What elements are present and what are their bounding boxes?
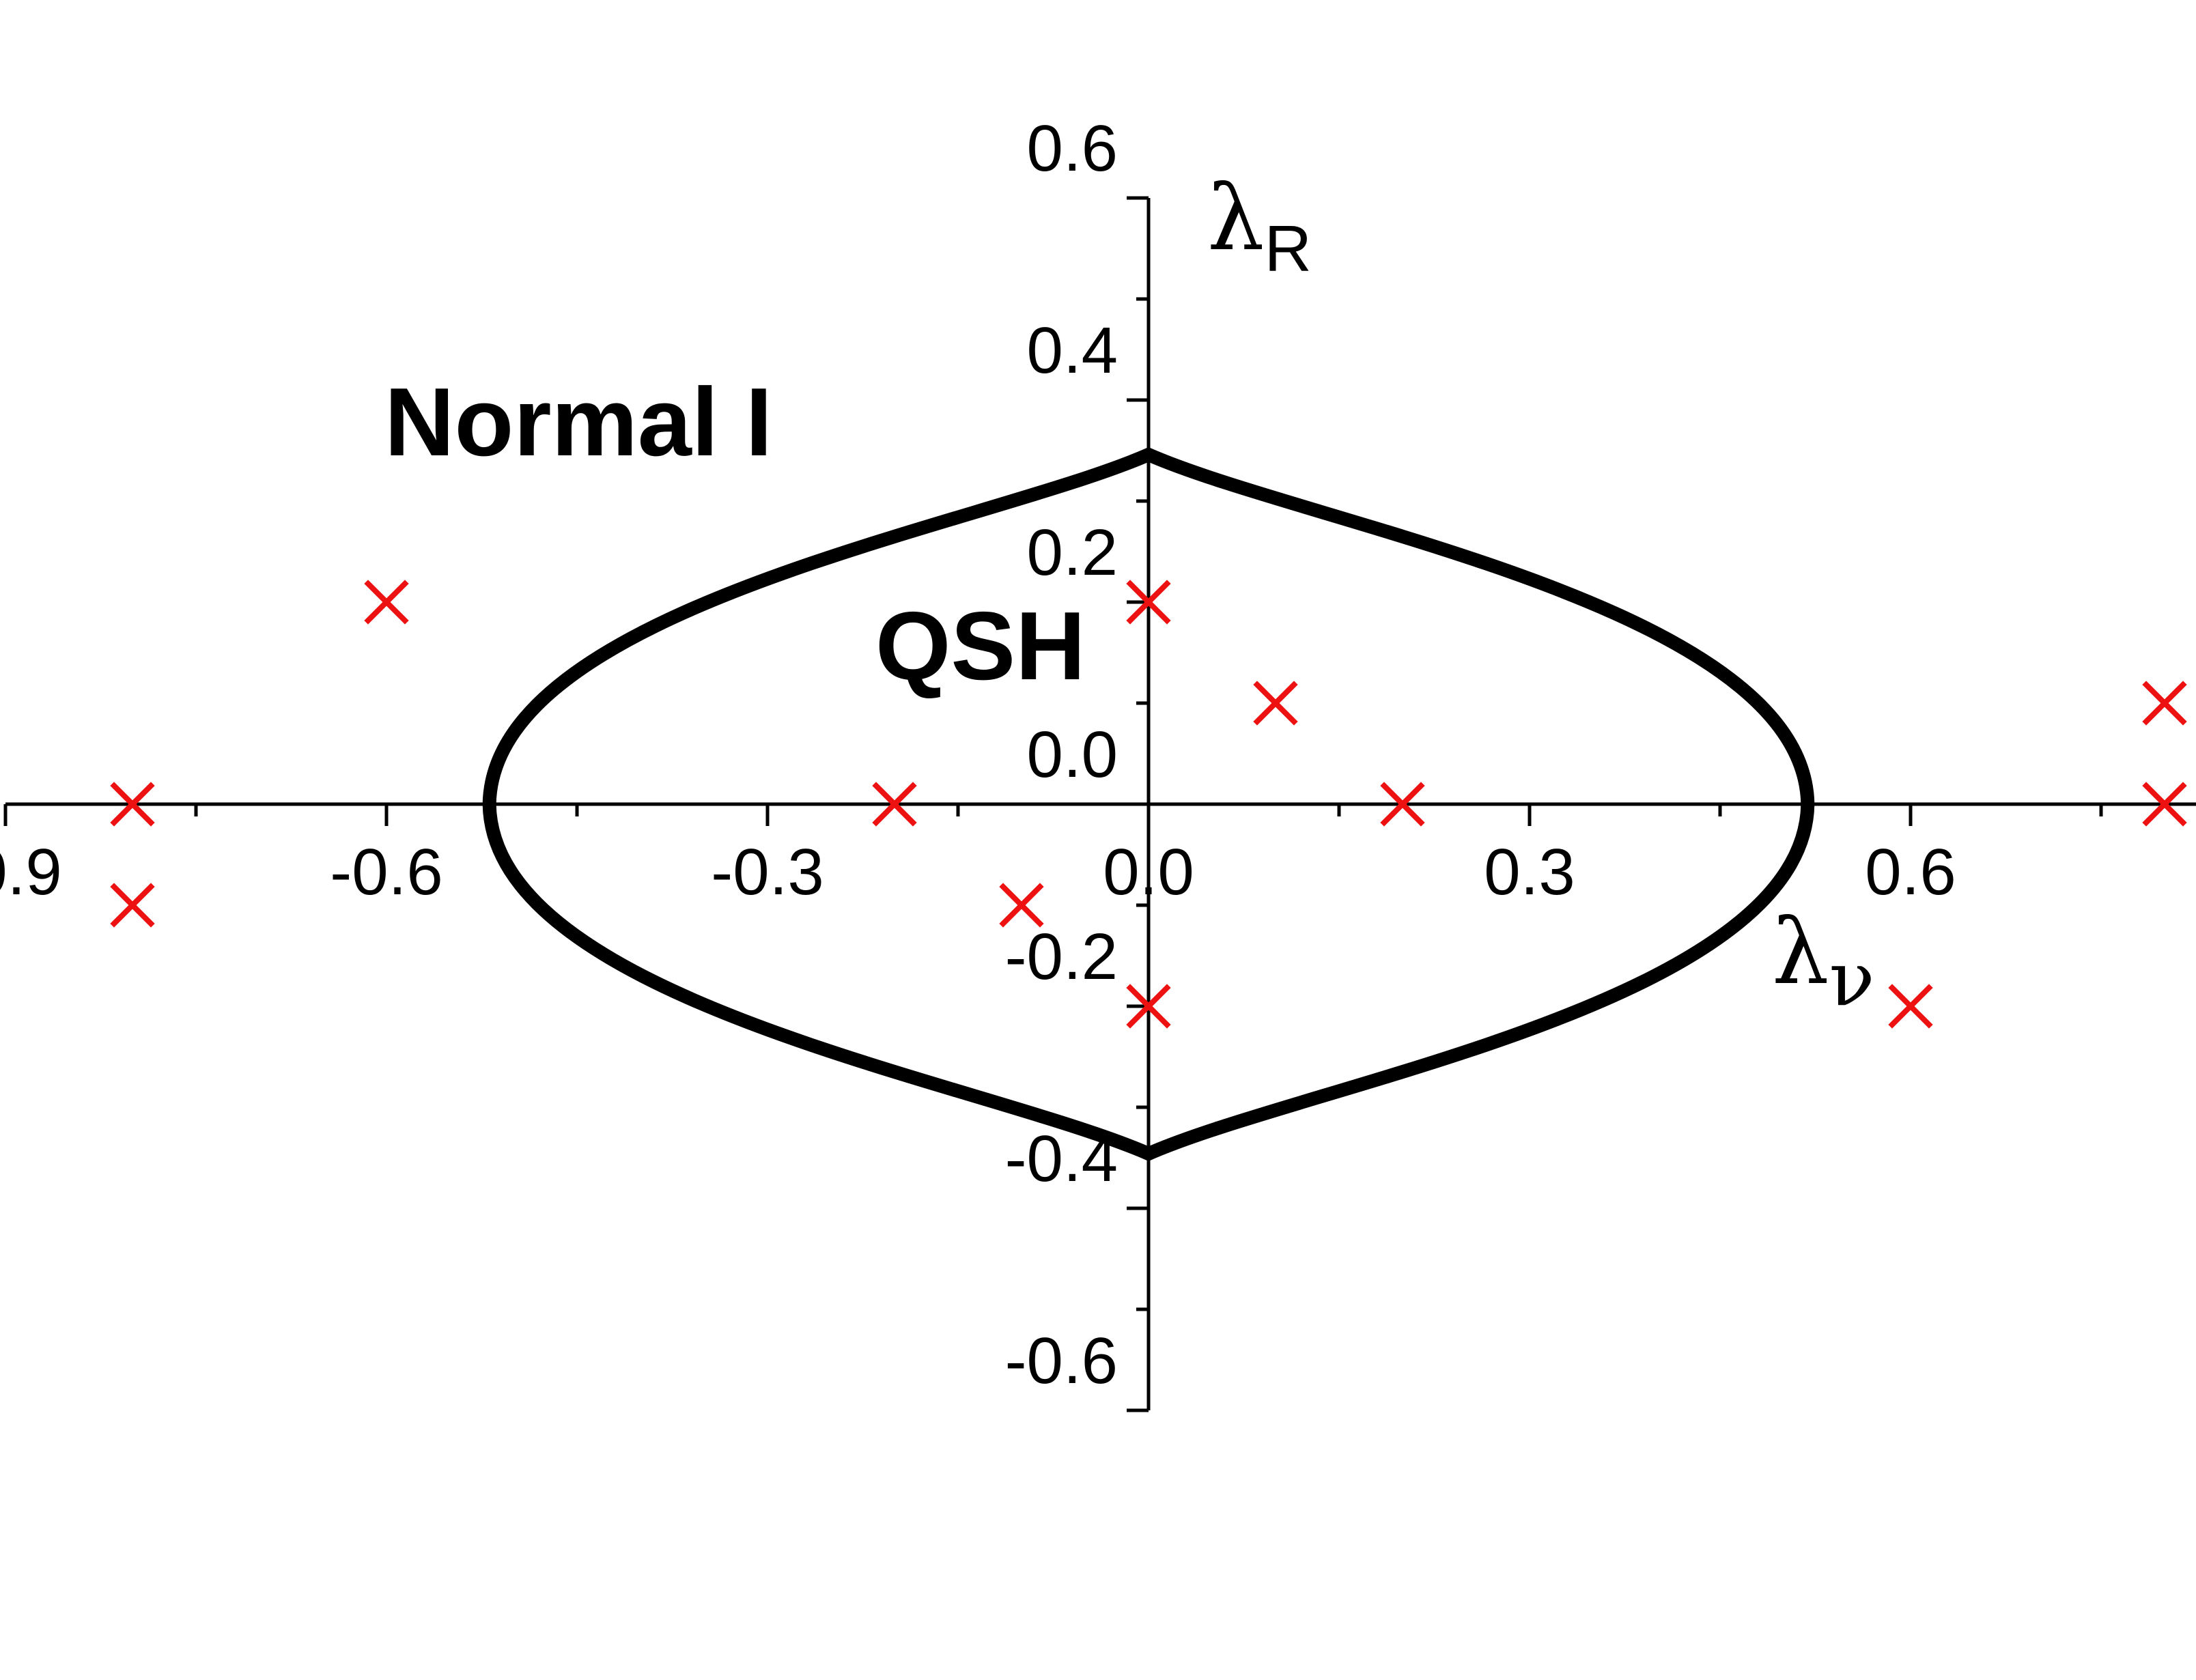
x-axis-title: λν xyxy=(1772,900,1875,1023)
y-tick-label: 0.6 xyxy=(1027,112,1118,185)
y-axis-title: λR xyxy=(1207,166,1312,285)
region-label-qsh: QSH xyxy=(875,592,1086,700)
sample-point-marker xyxy=(1253,681,1298,726)
marker-stroke xyxy=(1380,782,1425,827)
sample-point-marker xyxy=(2142,782,2187,827)
x-tick-label: -0.6 xyxy=(330,836,442,909)
y-tick-label: -0.4 xyxy=(1005,1122,1118,1195)
sample-point-marker xyxy=(110,782,155,827)
y-axis-title-sub: R xyxy=(1265,212,1312,285)
marker-stroke xyxy=(2142,681,2187,726)
marker-stroke xyxy=(364,580,409,625)
y-tick-label: -0.2 xyxy=(1005,920,1118,993)
y-tick-label: 0.2 xyxy=(1027,516,1118,589)
marker-stroke xyxy=(1126,580,1171,625)
x-tick-label: -0.9 xyxy=(0,836,62,909)
tick-labels: -0.9-0.6-0.30.00.30.60.9-0.6-0.4-0.20.00… xyxy=(0,112,1956,1397)
x-tick-label: 0.3 xyxy=(1484,836,1575,909)
marker-stroke xyxy=(110,782,155,827)
marker-stroke xyxy=(1253,681,1298,726)
y-tick-label: 0.0 xyxy=(1027,718,1118,791)
sample-point-marker xyxy=(2142,681,2187,726)
x-tick-label: 0.0 xyxy=(1103,836,1194,909)
marker-stroke xyxy=(2142,782,2187,827)
marker-stroke xyxy=(1888,984,1933,1029)
sample-point-marker xyxy=(110,883,155,928)
y-tick-label: -0.6 xyxy=(1005,1324,1118,1397)
marker-stroke xyxy=(1126,984,1171,1029)
x-tick-label: -0.3 xyxy=(711,836,824,909)
sample-point-marker xyxy=(1126,580,1171,625)
sample-markers xyxy=(110,580,2187,1029)
sample-point-marker xyxy=(1380,782,1425,827)
sample-point-marker xyxy=(999,883,1044,928)
y-tick-label: 0.4 xyxy=(1027,314,1118,387)
marker-stroke xyxy=(110,883,155,928)
sample-point-marker xyxy=(364,580,409,625)
x-axis-title-sub: ν xyxy=(1829,935,1875,1023)
sample-point-marker xyxy=(1888,984,1933,1029)
marker-stroke xyxy=(872,782,917,827)
x-tick-label: 0.6 xyxy=(1865,836,1956,909)
marker-stroke xyxy=(999,883,1044,928)
sample-point-marker xyxy=(1126,984,1171,1029)
axes xyxy=(3,196,2196,1412)
region-label-normal: Normal I xyxy=(384,368,772,476)
sample-point-marker xyxy=(872,782,917,827)
